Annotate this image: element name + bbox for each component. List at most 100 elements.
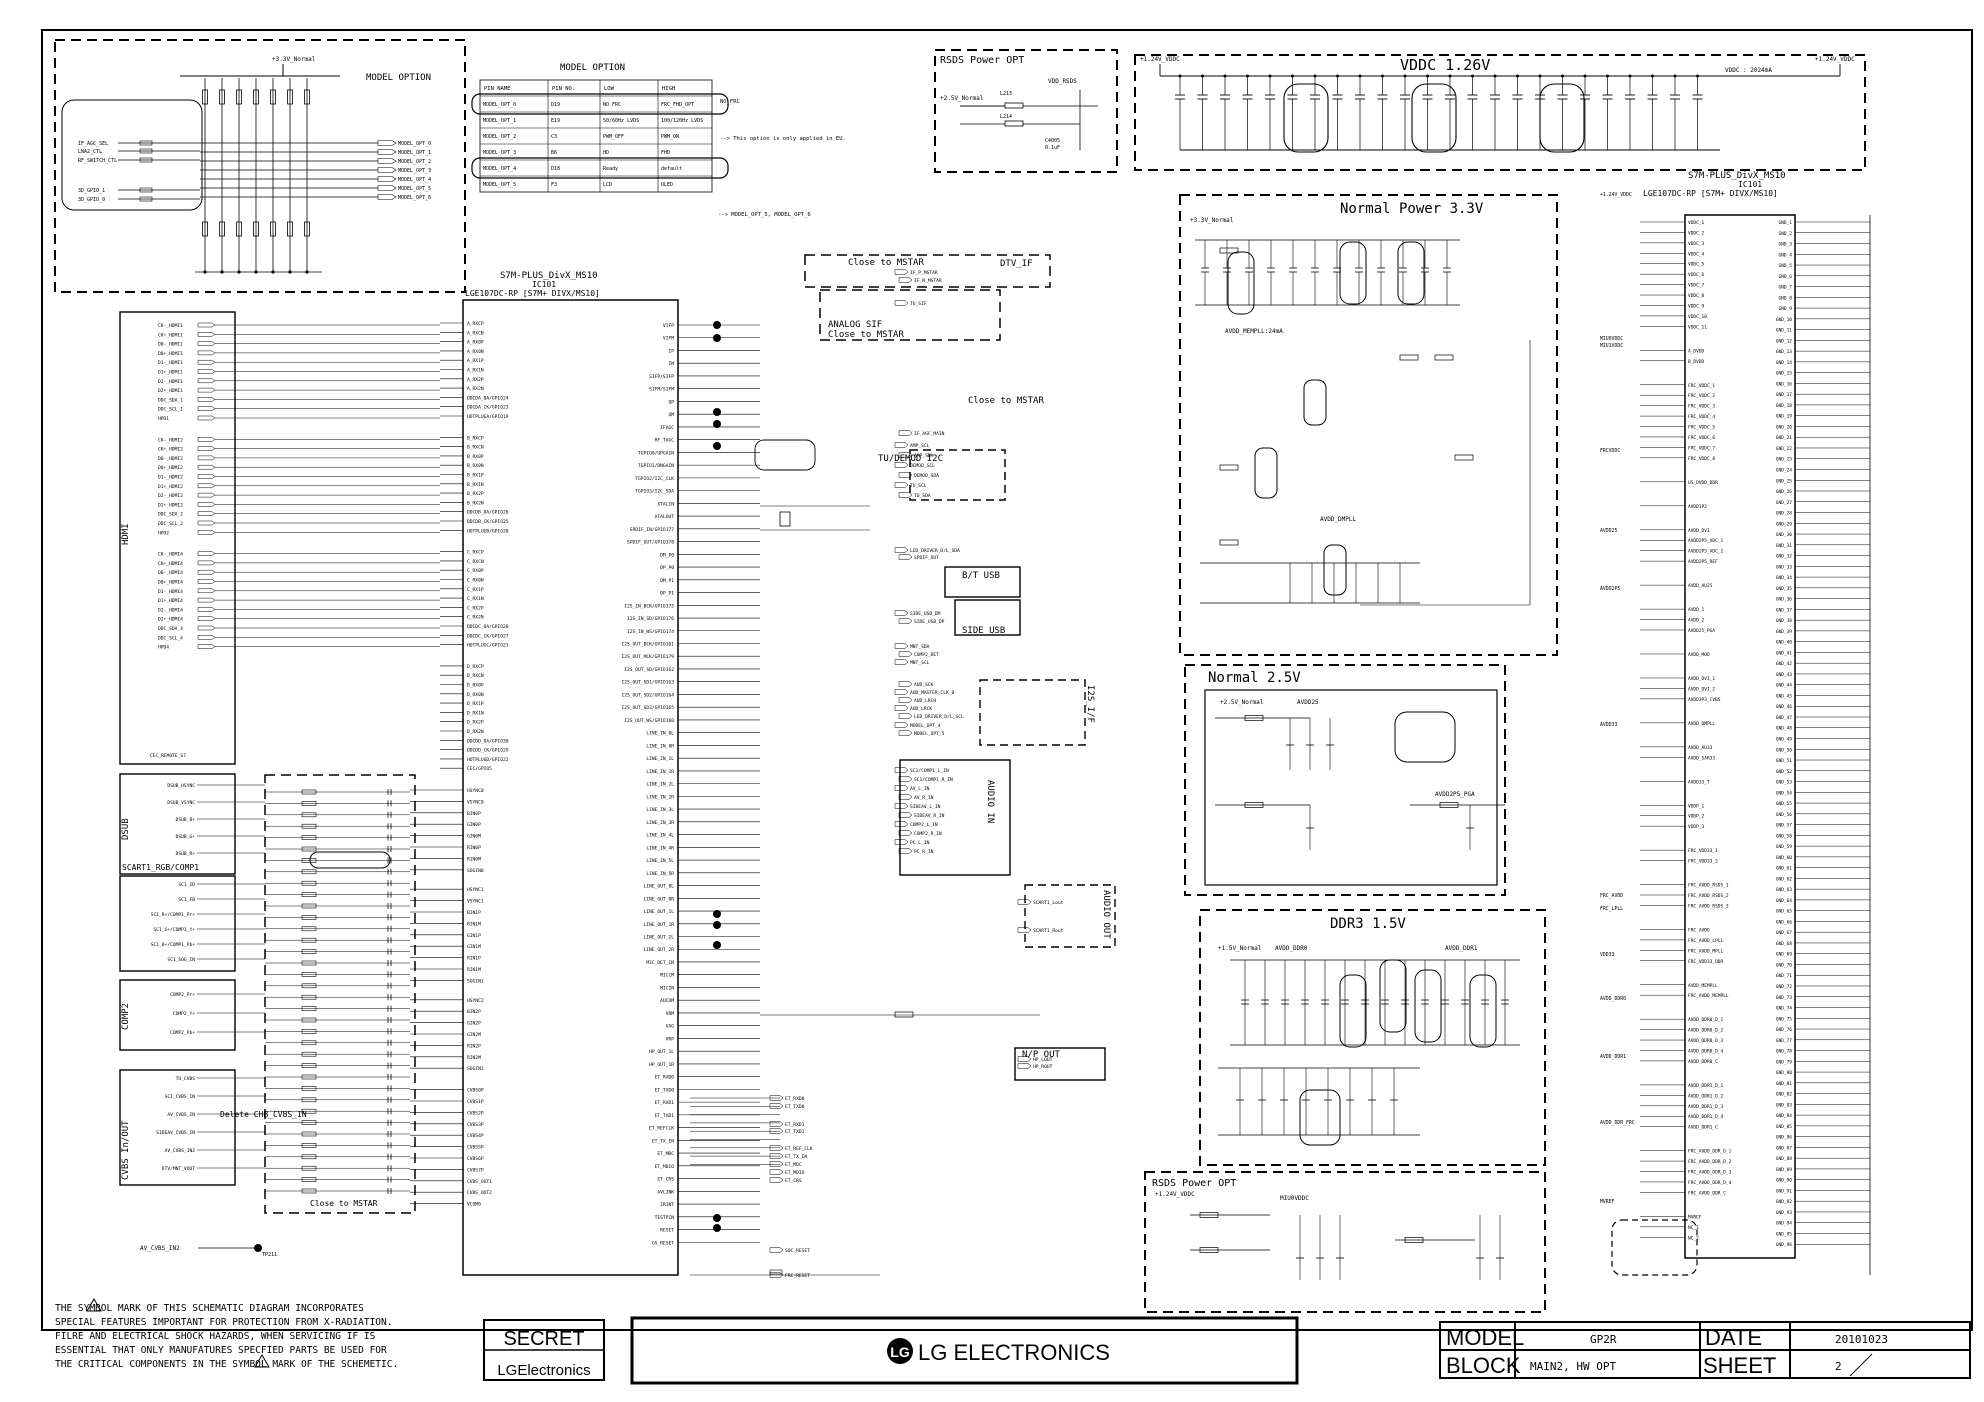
mid-ic-pin-label: VAG <box>666 1024 675 1030</box>
right-ic-gnd-pin: GND_86 <box>1776 1135 1793 1141</box>
right-ic-gnd-pin: GND_17 <box>1776 392 1793 398</box>
hdmi-net-label: HPD2 <box>158 530 169 536</box>
nc-group <box>1611 1219 1698 1276</box>
right-ic-pin-label: FRC_VDDC_6 <box>1688 435 1715 441</box>
hdmi-group <box>119 311 236 765</box>
mid-ic-pin-label: SPDIF_IN/GPIO177 <box>630 527 674 533</box>
right-ic-gnd-pin: GND_40 <box>1776 640 1793 646</box>
right-ic-pin-label: VDDP_2 <box>1688 814 1705 820</box>
test-point <box>713 910 721 918</box>
option-resistor-high <box>253 89 259 105</box>
right-ic-gnd-pin: GND_1 <box>1778 220 1792 226</box>
model-label: MODEL <box>1446 1325 1524 1350</box>
left-ic-pin-label: D_RX2P <box>467 720 484 726</box>
right-ic-pin-label: AVDD_MOD <box>1688 652 1710 658</box>
right-net-label: LED_DRIVER_D/L_SCL <box>914 714 964 720</box>
vddc-title: VDDC 1.26V <box>1400 56 1490 74</box>
audio-in-label: AUDIO IN <box>985 780 995 823</box>
right-ic-gnd-pin: GND_29 <box>1776 521 1793 527</box>
right-ic-pin-label: VDDC_8 <box>1688 293 1705 299</box>
mid-ic-pin-label: LINE_IN_0R <box>646 743 674 749</box>
power-25-block <box>1184 664 1506 896</box>
block-label: BLOCK <box>1446 1353 1521 1378</box>
right-ic-pin-label: AVDD_MEMPLL <box>1688 983 1718 989</box>
video-net-label: DSUB_R+ <box>176 851 196 857</box>
mid-ic-pin-label: LINE_IN_2L <box>646 782 674 788</box>
mid-ic-pin-label: ET_TXD1 <box>655 1113 675 1119</box>
left-ic-pin-label: VSYNC0 <box>467 799 484 805</box>
left-ic-pin-label: DDCDA_DA/GPIO24 <box>467 395 509 401</box>
right-net-label: SOC_RESET <box>785 1248 810 1254</box>
right-ic-body <box>1684 214 1796 1259</box>
option-resistor-low <box>219 221 225 237</box>
mid-ic-pin-label: IRINT <box>660 1202 674 1208</box>
mid-ic-pin-label: ET_MDIO <box>655 1164 675 1170</box>
left-ic-ref: IC101 <box>532 280 556 289</box>
right-ic-gnd-pin: GND_68 <box>1776 941 1793 947</box>
right-net-label: COMP2_DET <box>914 652 939 658</box>
mid-ic-pin-label: AUCOM <box>660 998 674 1004</box>
right-ic-gnd-pin: GND_18 <box>1776 403 1793 409</box>
hdmi-net-label: D1-_HDMI4 <box>158 589 183 595</box>
left-ic-pin-label: B_RX2N <box>467 500 484 506</box>
right-net-label: AUD_LRCK <box>910 706 932 712</box>
mid-ic-pin-label: I2S_OUT_SD2/GPIO164 <box>621 692 674 698</box>
right-ic-gnd-pin: GND_45 <box>1776 693 1793 699</box>
left-ic-pin-label: DDCDB_DA/GPIO26 <box>467 510 509 516</box>
right-ic-pin-label: AVDD25_PGA <box>1688 628 1715 634</box>
left-ic-pin-label: B_RXCN <box>467 445 484 451</box>
test-point <box>713 921 721 929</box>
mid-ic-pin-label: I2S_IN_WS/GPIO174 <box>627 629 674 635</box>
video-net-label: SC1_B+/COMP1_Pb+ <box>151 942 195 948</box>
right-ic-gnd-pin: GND_61 <box>1776 866 1793 872</box>
table-cell: FHD <box>661 150 670 156</box>
left-ic-pin-label: HOTPLUGB/GPIO20 <box>467 528 509 534</box>
hdmi-net-label: D0-_HDMI4 <box>158 570 183 576</box>
right-ic-gnd-pin: GND_22 <box>1776 446 1793 452</box>
hdmi-net-label: CK+_HDMI4 <box>158 561 183 567</box>
ferrite-bead <box>1199 1212 1219 1218</box>
mid-ic-pin-label: LINE_IN_1L <box>646 756 674 762</box>
block-value: MAIN2, HW OPT <box>1530 1360 1616 1373</box>
right-ic-pin-label: AVDD_DDR1_D_4 <box>1688 1114 1724 1120</box>
mid-ic-pin-label: ET_MDC <box>657 1151 674 1157</box>
option-resistor-high <box>236 89 242 105</box>
right-ic-gnd-pin: GND_8 <box>1778 295 1792 301</box>
hdmi-net-label: CK+_HDMI2 <box>158 447 183 453</box>
right-ic-gnd-pin: GND_74 <box>1776 1006 1793 1012</box>
hdmi-net-label: DDC_SDA_4 <box>158 626 183 632</box>
table-cell: MODEL_OPT_2 <box>483 134 516 140</box>
video-net-label: COMP2_Pr+ <box>170 992 195 998</box>
right-net-label: AV_R_IN <box>914 795 934 801</box>
right-net-label: IF_AGC_MAIN <box>914 431 945 437</box>
right-net-label: TU_SCL <box>910 483 927 489</box>
mid-ic-pin-label: LINE_OUT_0L <box>644 884 675 890</box>
right-ic-gnd-pin: GND_77 <box>1776 1038 1793 1044</box>
svg-text:LG: LG <box>890 1344 910 1360</box>
left-ic-pin-label: A_RX0P <box>467 340 484 346</box>
mid-ic-pin-label: LINE_IN_3L <box>646 807 674 813</box>
left-ic-pin-label: C_RX1P <box>467 587 484 593</box>
left-connector-nets: CK-_HDMI1CK+_HDMI1D0-_HDMI1D0+_HDMI1D1-_… <box>150 322 440 1172</box>
right-ic-gnd-pin: GND_56 <box>1776 812 1793 818</box>
table-cell: HD <box>603 150 609 156</box>
right-ic-pin-label: AVDD_DDR0_D_4 <box>1688 1048 1724 1054</box>
table-cell: 50/60Hz LVDS <box>603 118 639 124</box>
table-header: HIGH <box>662 86 675 92</box>
right-ic-gnd-pin: GND_94 <box>1776 1221 1793 1227</box>
left-ic-pin-label: GIN1P <box>467 933 481 939</box>
right-net-label: SCART1_Rout <box>1033 928 1064 934</box>
right-ic-pin-label: VDDC_4 <box>1688 251 1705 257</box>
table-cell: NO FRC <box>603 102 621 108</box>
right-ic-pin-label: NC_1 <box>1688 1225 1699 1231</box>
left-ic-pin-label: B_RX1N <box>467 482 484 488</box>
right-ic-pin-label: AVDD_DDR1_D_2 <box>1688 1093 1724 1099</box>
right-ic-gnd-pin: GND_6 <box>1778 274 1792 280</box>
right-ic-gnd-pin: GND_85 <box>1776 1124 1793 1130</box>
mid-ic-pin-label: TGPIO0/UPGAIN <box>638 450 674 456</box>
svg-text:!: ! <box>92 1303 97 1312</box>
right-ic-pin-label: FRC_VDD33_DDR <box>1688 959 1724 965</box>
option-resistor-high <box>202 89 208 105</box>
right-ic-pin-label: VDDC_3 <box>1688 241 1705 247</box>
